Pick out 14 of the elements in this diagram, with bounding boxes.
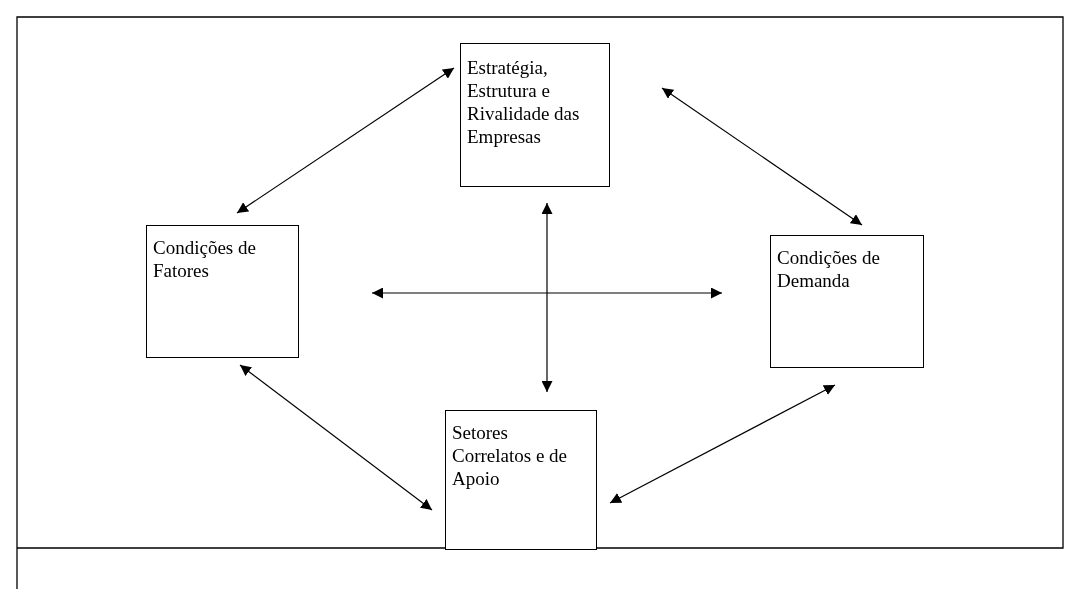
node-label: Setores Correlatos e de Apoio bbox=[451, 421, 568, 490]
process-box bbox=[770, 235, 924, 368]
double-arrow bbox=[541, 202, 553, 393]
double-arrow bbox=[661, 87, 863, 226]
process-box bbox=[445, 410, 597, 550]
process-box bbox=[146, 225, 299, 358]
double-arrow bbox=[609, 384, 836, 504]
node-label: Condições de Fatores bbox=[152, 236, 257, 282]
double-arrow bbox=[236, 67, 455, 214]
double-arrow bbox=[371, 287, 723, 299]
process-box bbox=[460, 43, 610, 187]
node-label: Estratégia, Estrutura e Rivalidade das Empresas bbox=[466, 56, 581, 148]
node-label: Condições de Demanda bbox=[776, 246, 881, 292]
double-arrow bbox=[239, 364, 433, 511]
